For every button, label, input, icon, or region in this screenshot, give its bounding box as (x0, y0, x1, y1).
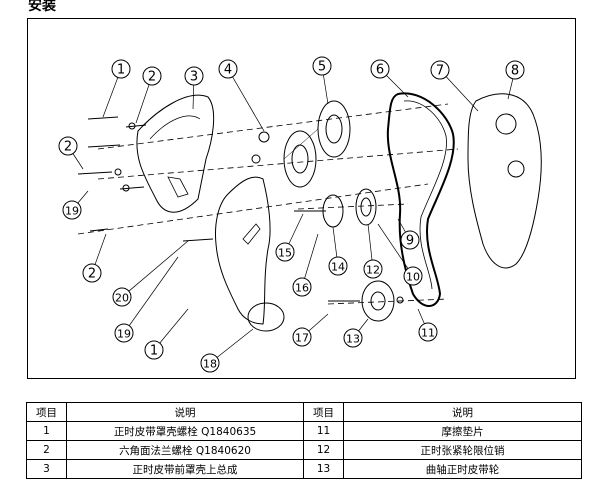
callout-20: 20 (112, 240, 189, 307)
callout-14: 14 (328, 226, 348, 276)
row-item-left: 1 (26, 421, 67, 441)
timing-belt-part (386, 92, 455, 307)
callout-4: 4 (218, 59, 265, 132)
callout-label: 18 (203, 358, 217, 371)
callout-12: 12 (363, 223, 383, 279)
callout-1: 1 (102, 59, 131, 118)
callout-label: 2 (88, 267, 96, 282)
cam-sprocket-bolts (251, 131, 270, 164)
parts-table: 项目 说明 项目 说明 1 正时皮带罩壳螺栓 Q1840635 11 摩擦垫片 … (26, 402, 582, 479)
callout-19: 19 (62, 190, 89, 220)
callout-10: 10 (377, 223, 423, 286)
callout-11: 11 (417, 308, 438, 342)
callout-6: 6 (370, 59, 409, 98)
callout-18: 18 (200, 328, 254, 373)
table-row: 2 六角面法兰螺栓 Q1840620 12 正时张紧轮限位销 (26, 440, 582, 460)
header-desc-right: 说明 (343, 402, 582, 422)
bolt-19 (119, 186, 145, 190)
row-desc-right: 摩擦垫片 (343, 421, 582, 441)
callout-label: 2 (64, 140, 72, 155)
callout-label: 12 (366, 264, 380, 277)
table-row: 3 正时皮带前罩壳上总成 13 曲轴正时皮带轮 (26, 459, 582, 479)
callout-label: 7 (436, 64, 444, 79)
camshaft-sprockets (283, 100, 351, 188)
row-desc-left: 正时皮带罩壳螺栓 Q1840635 (66, 421, 304, 441)
row-item-right: 11 (303, 421, 344, 441)
header-item-right: 项目 (303, 402, 344, 422)
row-desc-right: 正时张紧轮限位销 (343, 440, 582, 460)
bolt-1b (87, 144, 121, 148)
row-item-right: 12 (303, 440, 344, 460)
callout-label: 11 (421, 327, 435, 340)
row-desc-left: 正时皮带前罩壳上总成 (66, 459, 304, 479)
row-desc-left: 六角面法兰螺栓 Q1840620 (66, 440, 304, 460)
tensioner-and-idler (294, 188, 377, 228)
callout-13: 13 (343, 318, 369, 348)
callout-17: 17 (292, 313, 329, 347)
callout-label: 3 (190, 70, 198, 85)
callout-label: 15 (278, 247, 292, 260)
callout-label: 9 (406, 234, 414, 249)
bolt-2b (77, 171, 113, 175)
header-desc-left: 说明 (66, 402, 304, 422)
callout-5: 5 (312, 56, 332, 105)
callout-label: 14 (331, 261, 345, 274)
bolt-20 (182, 238, 214, 242)
row-item-left: 2 (26, 440, 67, 460)
page-heading: 安装 (28, 0, 56, 14)
callout-label: 1 (117, 63, 125, 78)
callout-label: 16 (295, 282, 309, 295)
callout-label: 10 (406, 271, 420, 284)
callout-label: 8 (511, 64, 519, 79)
callout-label: 1 (150, 344, 158, 359)
callout-label: 6 (376, 63, 384, 78)
bolt-1a (87, 116, 119, 120)
crank-sprocket (328, 280, 404, 322)
callout-label: 5 (318, 60, 326, 75)
row-item-right: 13 (303, 459, 344, 479)
callout-label: 19 (117, 328, 131, 341)
callout-label: 13 (346, 333, 360, 346)
left-bolts-group (77, 116, 214, 242)
callout-label: 19 (65, 205, 79, 218)
callout-label: 20 (115, 292, 129, 305)
bolt-2c (89, 228, 109, 232)
callout-2: 2 (58, 136, 84, 170)
callout-9: 9 (397, 218, 420, 250)
upper-front-cover-part (136, 94, 215, 213)
table-row: 1 正时皮带罩壳螺栓 Q1840635 11 摩擦垫片 (26, 421, 582, 441)
callout-15: 15 (275, 213, 304, 262)
callout-2: 2 (135, 66, 162, 124)
row-item-left: 3 (26, 459, 67, 479)
callout-label: 2 (148, 70, 156, 85)
callout-19: 19 (114, 256, 179, 343)
callout-16: 16 (292, 233, 319, 297)
callout-8: 8 (505, 60, 525, 100)
rear-timing-cover-part (467, 93, 542, 269)
callout-label: 4 (224, 63, 232, 78)
row-desc-right: 曲轴正时皮带轮 (343, 459, 582, 479)
lower-front-cover-part (215, 176, 271, 325)
table-header-row: 项目 说明 项目 说明 (26, 402, 582, 422)
callout-2: 2 (82, 233, 107, 283)
callout-1: 1 (144, 308, 189, 360)
callout-7: 7 (430, 60, 479, 112)
header-item-left: 项目 (26, 402, 67, 422)
callout-3: 3 (184, 66, 204, 110)
callout-label: 17 (295, 332, 309, 345)
